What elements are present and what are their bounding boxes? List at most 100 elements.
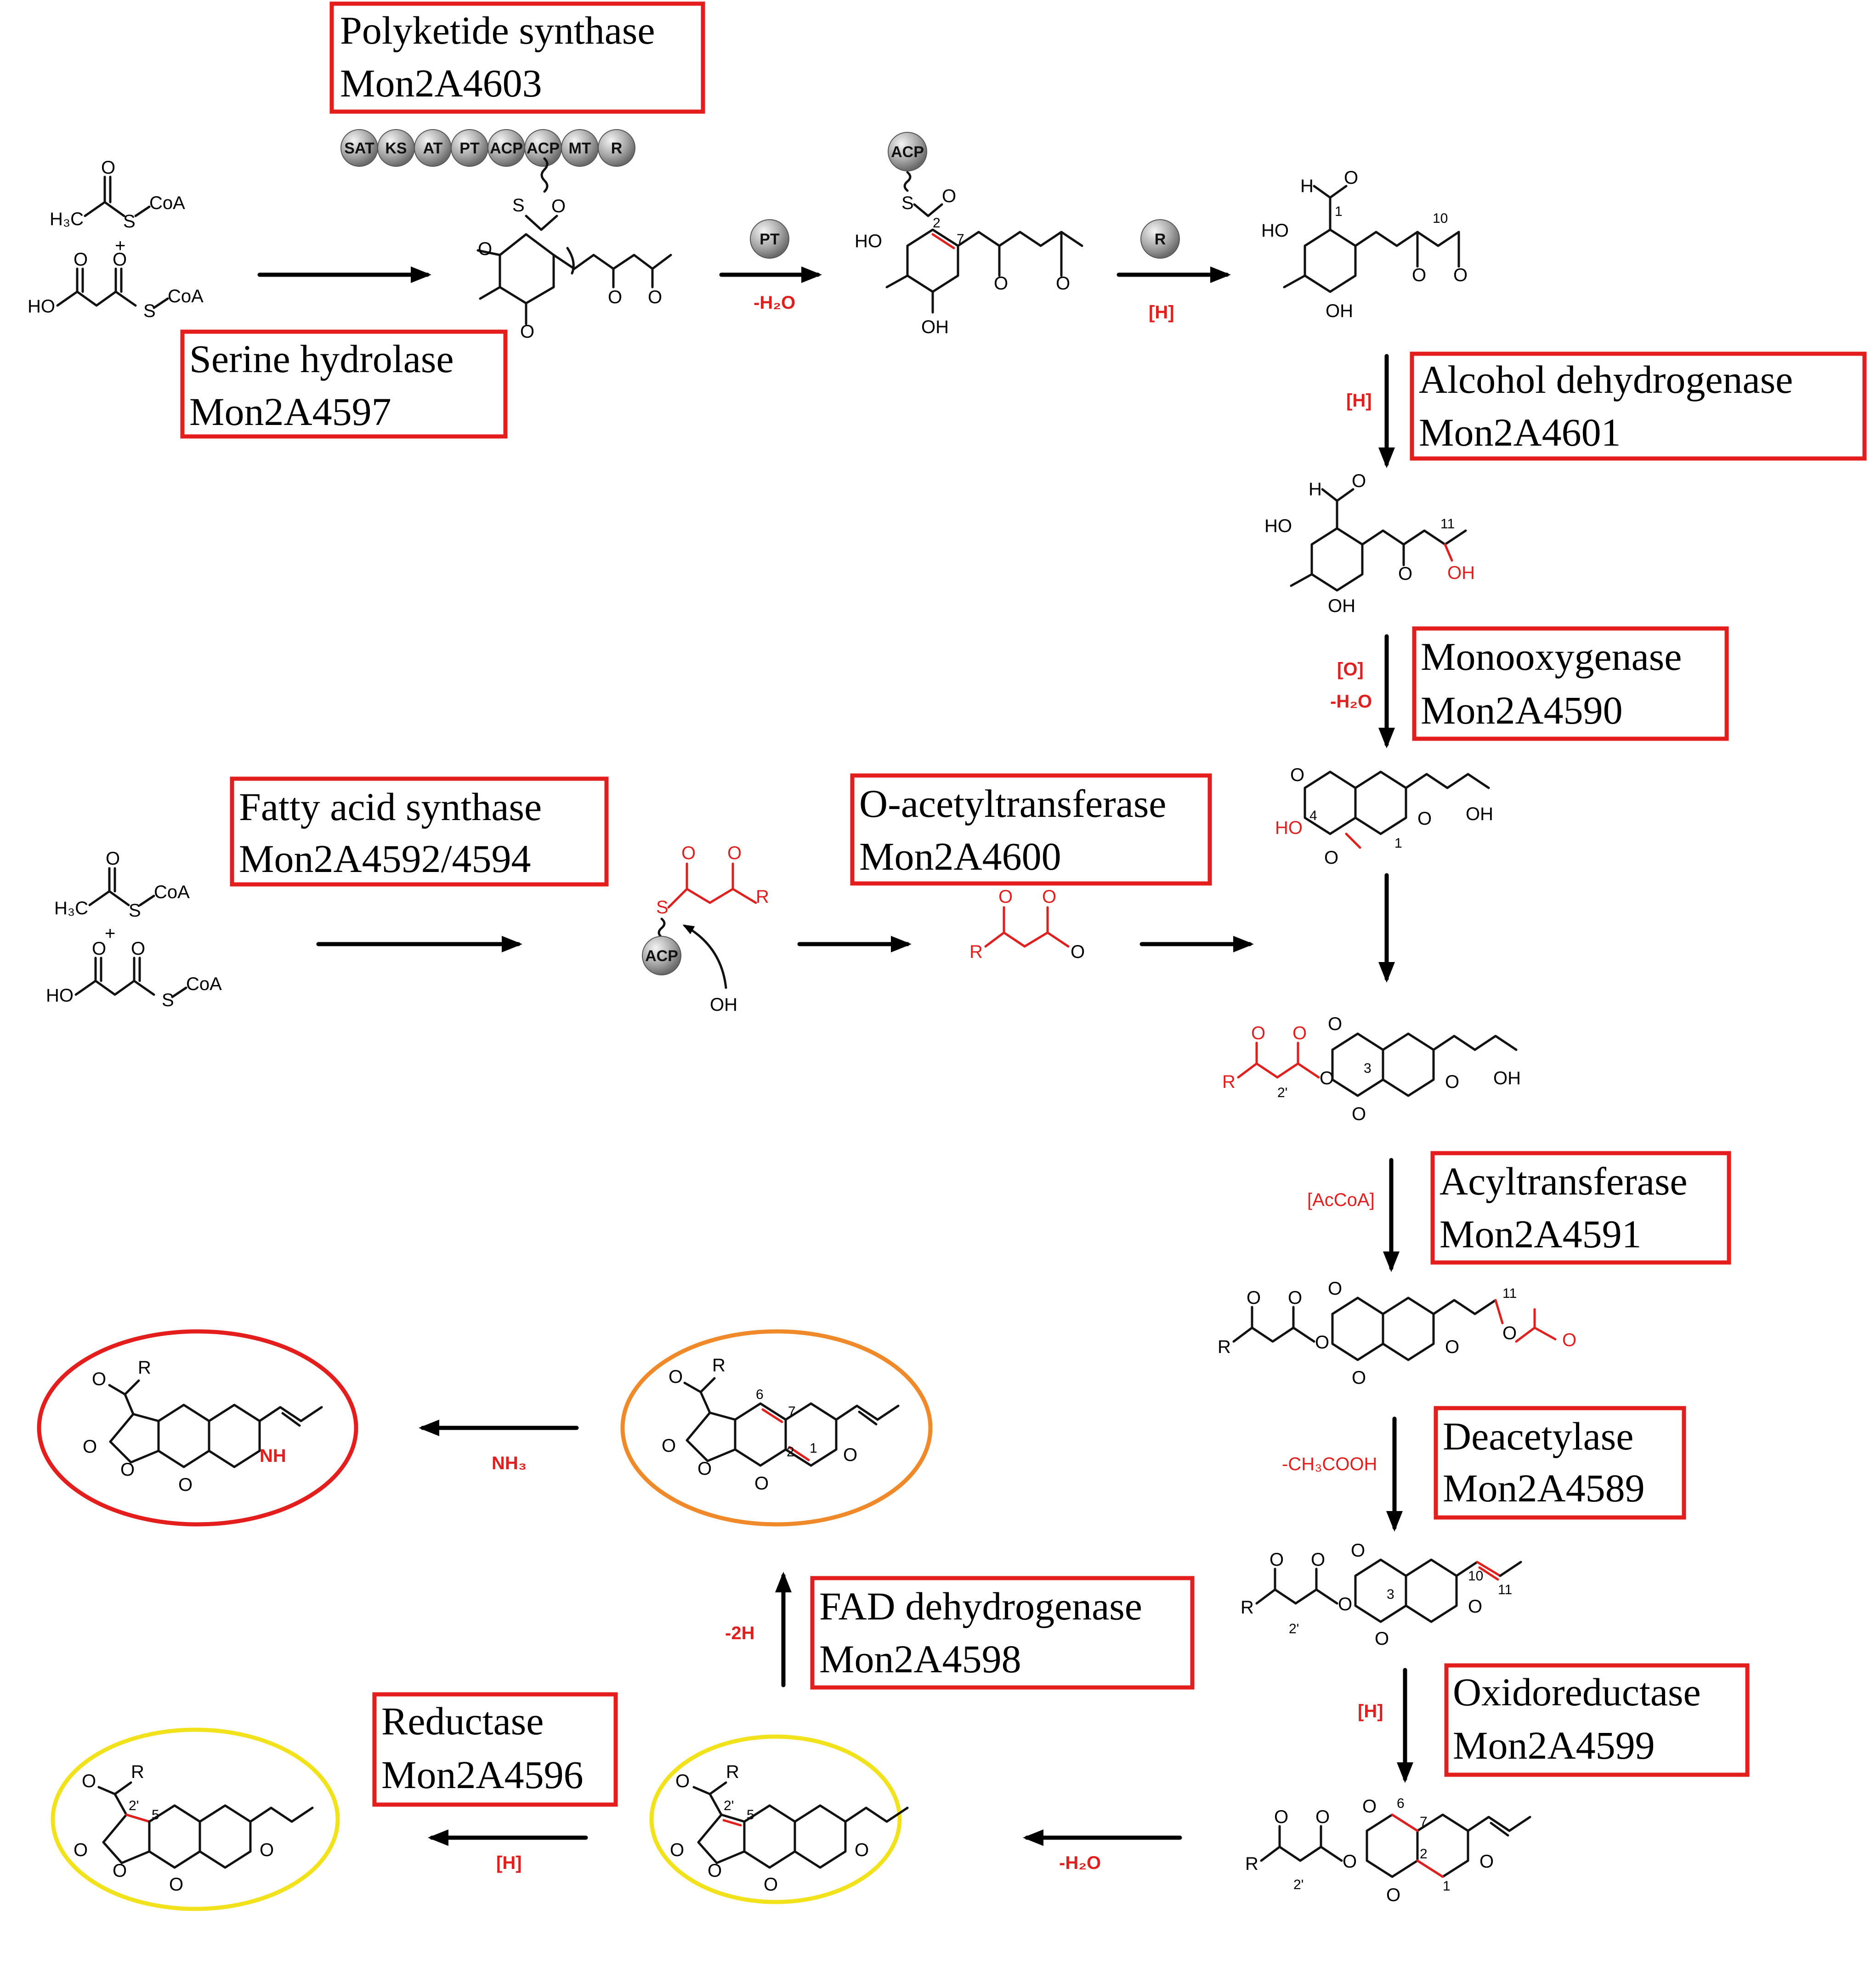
oh-label: OH [921, 317, 949, 337]
attack-arrow [682, 924, 727, 989]
atom-number-2p: 2' [1293, 1877, 1304, 1892]
h3c-label: H₃C [50, 209, 84, 229]
enzyme-name: Reductase [381, 1699, 544, 1743]
atom-number-2: 2 [933, 215, 941, 231]
coa-label: CoA [149, 193, 185, 213]
enzyme-gene: Mon2A4589 [1443, 1466, 1645, 1510]
acetyl-coa-1: H₃C O S CoA + [50, 158, 185, 256]
reaction-conditions: -H₂O [H] [H] [O] -H₂O [AcCoA] -CH₃COOH [… [492, 293, 1383, 1873]
aldehyde-intermediate: H O 1 HO OH 10 O O [1261, 168, 1468, 321]
enzyme-gene: Mon2A4601 [1419, 410, 1621, 454]
chain-bonds [1232, 1326, 1315, 1343]
o-label: O [1328, 1279, 1342, 1299]
h-label: H [1300, 176, 1314, 196]
propenyl-double [858, 1410, 878, 1426]
ring-b [208, 1404, 261, 1468]
alcohol-intermediate: H O HO OH O 11 OH [1264, 471, 1475, 616]
pks-domain-label: KS [385, 140, 407, 157]
o-label: O [1352, 1368, 1366, 1388]
atom-number-3: 3 [1364, 1061, 1372, 1076]
o-label: O [843, 1445, 857, 1465]
chain-bonds [1405, 773, 1490, 789]
enzyme-box [230, 776, 609, 887]
new-bond [931, 233, 955, 249]
reduced-bond [1391, 1813, 1419, 1832]
h-label: H [1309, 479, 1322, 499]
free-ketoacyl: R O O O [969, 887, 1085, 962]
o-label: O [994, 273, 1008, 294]
propenyl-double [1490, 1822, 1509, 1837]
o-label: O [106, 849, 120, 869]
reduced-bond [125, 1813, 151, 1823]
enzyme-monooxygenase: Monooxygenase Mon2A4590 [1412, 626, 1729, 741]
ring-a [1331, 1032, 1384, 1097]
lactone-ring [102, 1813, 151, 1864]
enzyme-fatty-acid-synthase: Fatty acid synthase Mon2A4592/4594 [230, 776, 609, 887]
reaction-arrows [257, 266, 1413, 1846]
atom-number-7: 7 [788, 1404, 796, 1419]
atom-number-1: 1 [810, 1441, 817, 1456]
bond [699, 1391, 711, 1414]
pks-domain-label: MT [568, 140, 591, 157]
chain-bonds [1237, 1062, 1320, 1079]
o-label: O [260, 1840, 274, 1860]
o-label: O [998, 887, 1013, 907]
alkene-azaphilone: R O O 2' O O O 3 O 10 11 [1241, 1540, 1522, 1649]
r-label: R [726, 1762, 739, 1782]
s-label: S [901, 193, 914, 213]
red-azaphilone-amine: O R O O O NH [83, 1358, 323, 1495]
bond [525, 215, 558, 231]
aromatic-ring [906, 228, 959, 293]
pt-domain-label: PT [759, 231, 780, 248]
ring-a [1354, 1558, 1407, 1623]
atom-number-11: 11 [1498, 1582, 1512, 1597]
reduced-bond [1416, 1859, 1444, 1878]
o-label: O [74, 1840, 88, 1860]
enzyme-oxidoreductase: Oxidoreductase Mon2A4599 [1444, 1663, 1750, 1777]
h3c-label: H₃C [54, 898, 88, 918]
o-label: O [478, 239, 492, 259]
bond [84, 201, 125, 217]
enzyme-acyltransferase: Acyltransferase Mon2A4591 [1430, 1151, 1731, 1265]
o-label: O [1042, 887, 1056, 907]
unsaturated-lactone: O R 2' 5 O O O O [670, 1762, 909, 1895]
o-label: O [681, 843, 696, 863]
bond [56, 290, 137, 307]
atom-number-2p: 2' [129, 1798, 139, 1813]
r-label: R [1222, 1072, 1236, 1092]
condition-reduction-3: [H] [1358, 1701, 1383, 1721]
o-label: O [1343, 1851, 1357, 1872]
oh-label: OH [1328, 596, 1355, 616]
o-label: O [74, 249, 88, 270]
new-double-bond [1478, 1566, 1499, 1581]
malonyl-coa-2: HO O O S CoA [46, 939, 222, 1010]
o-label: O [1315, 1807, 1330, 1827]
bond [88, 890, 130, 906]
wavy-bond [657, 917, 666, 939]
acetate-bonds [1515, 1326, 1557, 1343]
ring-bonds [499, 233, 555, 305]
pks-domain-ball [598, 129, 635, 167]
enzyme-name: FAD dehydrogenase [819, 1584, 1142, 1628]
o-label: O [1311, 1550, 1325, 1570]
oh-label: OH [1466, 804, 1493, 824]
o-label: O [92, 1369, 106, 1389]
atom-number-4: 4 [1309, 808, 1317, 823]
enzyme-box [1410, 351, 1867, 461]
o-label: O [662, 1436, 676, 1456]
enzyme-box [810, 1576, 1195, 1690]
o-label: O [1324, 848, 1338, 868]
enzyme-box [180, 329, 508, 439]
o-label: O [1328, 1014, 1342, 1034]
chain-bonds [957, 231, 1083, 247]
r-domain-label: R [1155, 231, 1166, 248]
orange-azaphilone: O R O O 6 7 2 1 O O [662, 1355, 900, 1494]
propenyl-bonds [1467, 1816, 1531, 1832]
o-label: O [1417, 809, 1432, 829]
atom-number-10: 10 [1468, 1568, 1483, 1584]
enzyme-box [1430, 1151, 1731, 1265]
o-label: O [1445, 1072, 1459, 1092]
pks-bound-polyketide: S O O O O O [476, 157, 672, 342]
atom-number-7: 7 [1420, 1814, 1428, 1829]
